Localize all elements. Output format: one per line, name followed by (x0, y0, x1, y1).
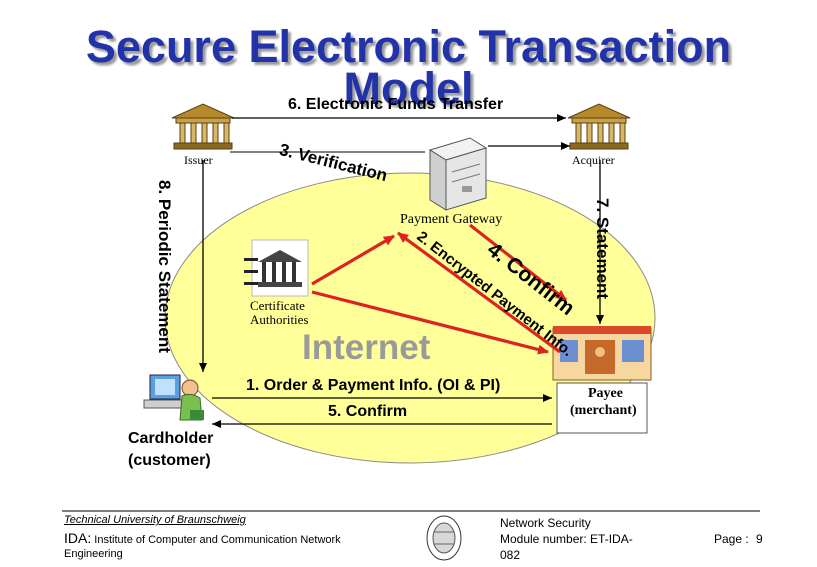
page-label: Page : (714, 532, 749, 546)
cardholder-computer-icon (143, 374, 204, 421)
cert-authorities-label-1: Certificate (250, 298, 305, 313)
certificate-authority-icon (244, 239, 309, 297)
server-icon (428, 137, 488, 211)
cert-to-gateway-arrow (311, 234, 395, 286)
university-seal-icon (426, 515, 462, 561)
step-8-label: 8. Periodic Statement (155, 180, 174, 353)
footer-engineering: Engineering (64, 548, 123, 560)
footer-ida-prefix: IDA: (64, 530, 92, 546)
step-6-label: 6. Electronic Funds Transfer (288, 96, 504, 113)
page-title: Secure Electronic Transaction (85, 21, 732, 72)
cert-authorities-label-2: Authorities (250, 312, 309, 327)
course-line-3: 082 (500, 548, 521, 562)
issuer-bank-icon (171, 103, 235, 150)
payee-label: Payee (588, 386, 623, 401)
acquirer-bank-icon (567, 103, 631, 150)
course-line-1: Network Security (500, 516, 591, 530)
cardholder-label-2: (customer) (128, 452, 211, 469)
cert-to-merchant-arrow (311, 290, 549, 355)
merchant-shop-icon (552, 326, 652, 434)
cardholder-label-1: Cardholder (128, 430, 214, 447)
step-5-label: 5. Confirm (328, 403, 408, 420)
course-line-2: Module number: ET-IDA- (500, 532, 633, 546)
page-number: Page : 9 (714, 532, 763, 546)
encrypted-payment-arrow (397, 231, 561, 354)
gateway-confirm-arrow (469, 223, 567, 302)
footer-university: Technical University of Braunschweig (64, 514, 246, 526)
footer-ida-text: Institute of Computer and Communication … (94, 534, 341, 546)
cardholder-label: Cardholder (customer) (128, 428, 213, 472)
step-7-label: 7. Statement (593, 198, 612, 300)
page-subtitle: Model (343, 63, 474, 114)
acquirer-label: Acquirer (572, 153, 615, 167)
payment-gateway-label: Payment Gateway (400, 212, 503, 227)
step-1-label: 1. Order & Payment Info. (OI & PI) (246, 377, 501, 394)
page-value: 9 (756, 532, 763, 546)
issuer-label: Issuer (184, 153, 213, 167)
merchant-label: (merchant) (570, 403, 637, 418)
footer-ida: IDA: Institute of Computer and Communica… (64, 530, 341, 546)
internet-label: Internet (302, 328, 431, 367)
